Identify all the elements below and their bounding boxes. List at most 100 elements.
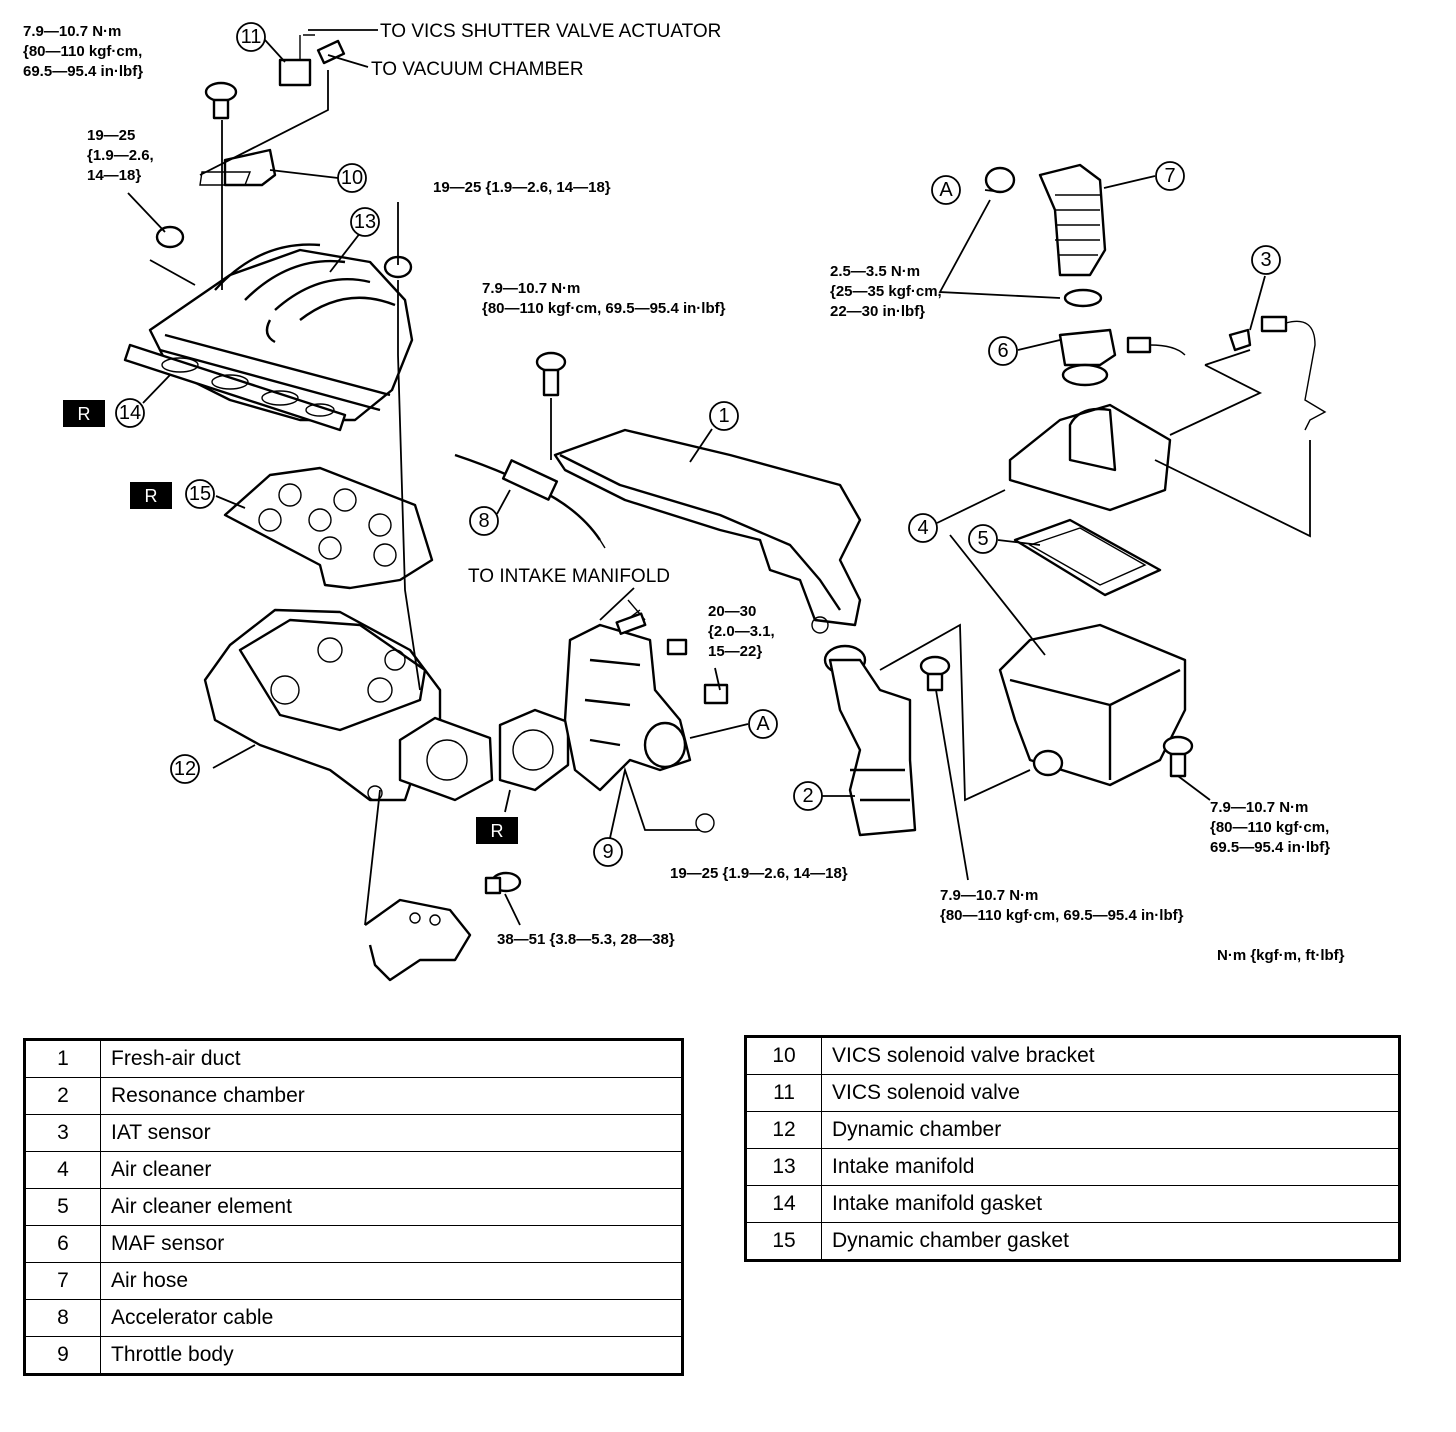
callout-14: 14 bbox=[115, 398, 145, 428]
torque-top-left-1: 7.9—10.7 N·m bbox=[23, 23, 121, 40]
callout-3: 3 bbox=[1251, 245, 1281, 275]
maf-hose-iat-drawing bbox=[984, 163, 1327, 431]
callout-4: 4 bbox=[908, 513, 938, 543]
legend-name: Accelerator cable bbox=[100, 1299, 683, 1337]
resonance-chamber-drawing bbox=[823, 644, 917, 837]
legend-num: 8 bbox=[24, 1299, 101, 1337]
svg-text:14: 14 bbox=[119, 402, 141, 424]
intake-manifold-gasket-drawing bbox=[123, 343, 347, 432]
legend-num: 5 bbox=[24, 1188, 101, 1226]
svg-text:3: 3 bbox=[1260, 249, 1271, 271]
torque-resonance-bolt-2: {80—110 kgf·cm, 69.5—95.4 in·lbf} bbox=[940, 907, 1184, 924]
legend-num: 1 bbox=[24, 1039, 101, 1078]
svg-text:4: 4 bbox=[917, 517, 928, 539]
air-cleaner-drawing bbox=[998, 403, 1187, 787]
svg-text:6: 6 bbox=[997, 340, 1008, 362]
legend-name: VICS solenoid valve bbox=[821, 1074, 1400, 1112]
legend-name: Resonance chamber bbox=[100, 1077, 683, 1115]
callout-6: 6 bbox=[988, 336, 1018, 366]
legend-name: Air cleaner bbox=[100, 1151, 683, 1189]
svg-text:A: A bbox=[756, 713, 770, 735]
torque-top-left-2: {80—110 kgf·cm, bbox=[23, 43, 142, 60]
callout-11: 11 bbox=[236, 22, 266, 52]
legend-name: Intake manifold bbox=[821, 1148, 1400, 1186]
svg-text:15: 15 bbox=[189, 483, 211, 505]
svg-text:1: 1 bbox=[718, 405, 729, 427]
svg-text:11: 11 bbox=[241, 26, 262, 48]
torque-hose-clamp-1: 2.5—3.5 N·m bbox=[830, 263, 920, 280]
legend-num: 12 bbox=[745, 1111, 822, 1149]
legend-name: MAF sensor bbox=[100, 1225, 683, 1263]
svg-text:9: 9 bbox=[602, 841, 613, 863]
legend-name: Dynamic chamber bbox=[821, 1111, 1400, 1149]
legend-num: 13 bbox=[745, 1148, 822, 1186]
legend-name: Air cleaner element bbox=[100, 1188, 683, 1226]
ref-a-markers: A A bbox=[748, 175, 961, 739]
torque-left-nut-1: 19—25 bbox=[87, 127, 135, 144]
callout-7: 7 bbox=[1155, 161, 1185, 191]
callout-12: 12 bbox=[170, 754, 200, 784]
legend-name: Fresh-air duct bbox=[100, 1039, 683, 1078]
svg-text:R: R bbox=[491, 821, 504, 841]
torque-left-nut-2: {1.9—2.6, bbox=[87, 147, 154, 164]
torque-manifold-nut: 19—25 {1.9—2.6, 14—18} bbox=[433, 179, 611, 196]
torque-hose-clamp-3: 22—30 in·lbf} bbox=[830, 303, 925, 320]
callout-notes: TO VICS SHUTTER VALVE ACTUATOR TO VACUUM… bbox=[371, 21, 721, 587]
svg-text:A: A bbox=[939, 179, 953, 201]
torque-specs: 7.9—10.7 N·m {80—110 kgf·cm, 69.5—95.4 i… bbox=[23, 23, 1345, 964]
dynamic-chamber-gasket-drawing bbox=[223, 466, 434, 590]
throttle-body-drawing bbox=[563, 599, 729, 833]
svg-text:12: 12 bbox=[174, 758, 196, 780]
callout-10: 10 bbox=[337, 163, 367, 193]
torque-throttle-bolt-2: {2.0—3.1, bbox=[708, 623, 775, 640]
torque-cleaner-bolt-1: 7.9—10.7 N·m bbox=[1210, 799, 1308, 816]
legend-num: 7 bbox=[24, 1262, 101, 1300]
note-intake-manifold: TO INTAKE MANIFOLD bbox=[468, 566, 670, 587]
legend-num: 11 bbox=[745, 1074, 822, 1112]
svg-text:R: R bbox=[78, 404, 91, 424]
legend-name: VICS solenoid valve bracket bbox=[821, 1036, 1400, 1075]
legend-num: 9 bbox=[24, 1336, 101, 1375]
torque-top-left-3: 69.5—95.4 in·lbf} bbox=[23, 63, 143, 80]
legend-name: Throttle body bbox=[100, 1336, 683, 1375]
replace-tags: R R R bbox=[63, 400, 518, 844]
svg-text:10: 10 bbox=[341, 167, 363, 189]
torque-throttle-bolt-3: 15—22} bbox=[708, 643, 762, 660]
svg-text:2: 2 bbox=[802, 785, 813, 807]
legend-num: 6 bbox=[24, 1225, 101, 1263]
torque-left-nut-3: 14—18} bbox=[87, 167, 141, 184]
throttle-spacer-drawing bbox=[398, 708, 570, 802]
torque-throttle-bolt-1: 20—30 bbox=[708, 603, 756, 620]
svg-text:7: 7 bbox=[1164, 165, 1175, 187]
legend-num: 4 bbox=[24, 1151, 101, 1189]
ref-a-hose: A bbox=[931, 175, 961, 205]
legend-num: 2 bbox=[24, 1077, 101, 1115]
replace-tag-gasket: R bbox=[476, 817, 518, 844]
note-vacuum-chamber: TO VACUUM CHAMBER bbox=[371, 59, 584, 80]
callout-9: 9 bbox=[593, 837, 623, 867]
torque-cleaner-bolt-3: 69.5—95.4 in·lbf} bbox=[1210, 839, 1330, 856]
torque-duct-bolt-1: 7.9—10.7 N·m bbox=[482, 280, 580, 297]
note-vics-shutter: TO VICS SHUTTER VALVE ACTUATOR bbox=[380, 21, 721, 42]
callout-13: 13 bbox=[350, 207, 380, 237]
fasteners-drawing bbox=[155, 81, 1194, 895]
legend-name: IAT sensor bbox=[100, 1114, 683, 1152]
svg-text:R: R bbox=[145, 486, 158, 506]
leader-lines bbox=[127, 29, 1311, 926]
callout-15: 15 bbox=[185, 479, 215, 509]
torque-resonance-bolt-1: 7.9—10.7 N·m bbox=[940, 887, 1038, 904]
svg-text:13: 13 bbox=[354, 211, 376, 233]
svg-text:8: 8 bbox=[478, 510, 489, 532]
